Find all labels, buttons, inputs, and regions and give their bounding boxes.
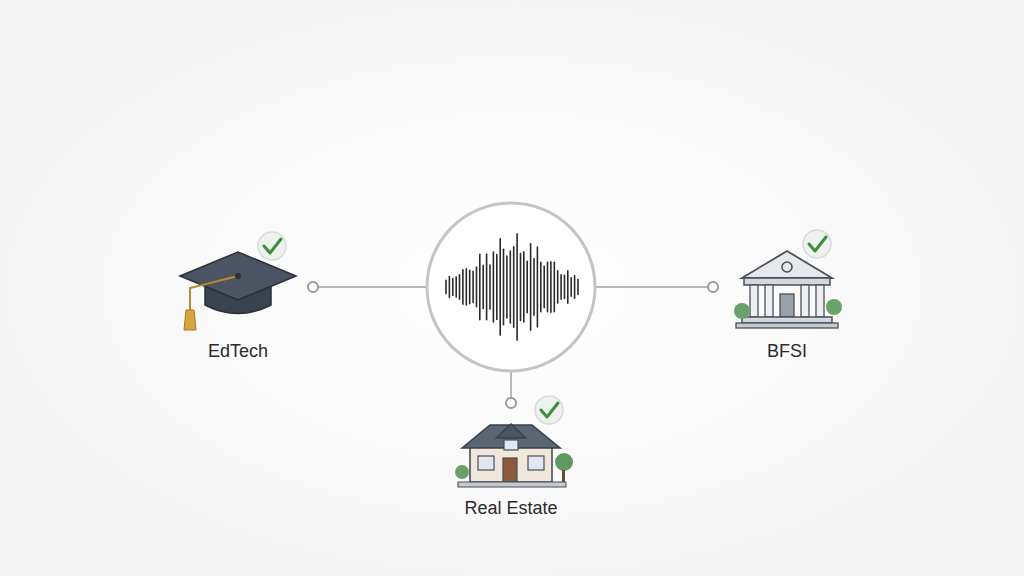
wave-stroke <box>570 278 572 296</box>
wave-stroke <box>479 254 481 319</box>
bank-icon <box>734 251 842 328</box>
wave-stroke <box>489 265 491 309</box>
wave-stroke <box>564 275 566 298</box>
wave-stroke <box>482 265 484 308</box>
wave-stroke <box>465 269 467 305</box>
hub-circle <box>427 203 595 371</box>
wave-stroke <box>486 254 488 319</box>
graduation-cap-icon <box>180 252 296 330</box>
wave-stroke <box>557 271 559 303</box>
wave-stroke <box>547 262 549 312</box>
wave-stroke <box>520 254 522 321</box>
wave-stroke <box>506 256 508 318</box>
wave-stroke <box>523 252 525 322</box>
wave-stroke <box>452 279 454 296</box>
wave-stroke <box>499 239 501 335</box>
wave-stroke <box>516 234 518 340</box>
wave-stroke <box>530 244 532 331</box>
wave-stroke <box>503 249 505 324</box>
wave-stroke <box>509 251 511 323</box>
wave-stroke <box>540 262 542 311</box>
wave-stroke <box>459 275 461 300</box>
wave-stroke <box>445 280 447 293</box>
sector-label: BFSI <box>767 341 807 363</box>
wave-stroke <box>533 259 535 315</box>
wave-stroke <box>553 262 555 312</box>
wave-stroke <box>574 276 576 298</box>
wave-stroke <box>560 275 562 299</box>
wave-stroke <box>469 270 471 303</box>
wave-stroke <box>567 271 569 303</box>
check-badge <box>535 396 563 424</box>
wave-stroke <box>455 277 457 297</box>
wave-stroke <box>493 252 495 322</box>
wave-stroke <box>496 255 498 320</box>
wave-stroke <box>537 247 539 327</box>
sector-label: EdTech <box>208 341 268 363</box>
sector-label: Real Estate <box>464 498 557 520</box>
wave-stroke <box>476 267 478 306</box>
wave-stroke <box>449 277 451 298</box>
wave-stroke <box>526 261 528 312</box>
sound-wave <box>446 234 578 340</box>
check-badge <box>803 230 831 258</box>
wave-stroke <box>550 262 552 313</box>
check-badge <box>258 232 286 260</box>
wave-stroke <box>462 270 464 305</box>
wave-stroke <box>513 247 515 327</box>
wave-stroke <box>472 271 474 302</box>
house-icon <box>455 424 573 487</box>
wave-stroke <box>543 266 545 308</box>
wave-stroke <box>577 280 579 295</box>
